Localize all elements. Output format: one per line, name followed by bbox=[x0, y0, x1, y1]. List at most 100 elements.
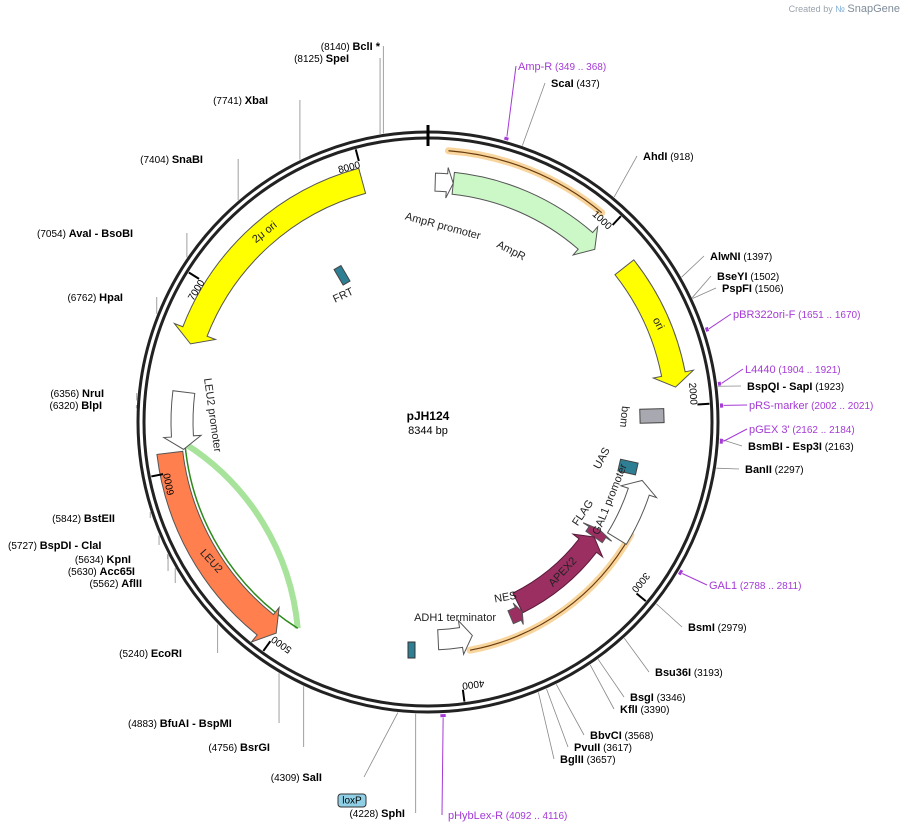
primer-position: (2162 .. 2184) bbox=[790, 425, 855, 436]
primer-amp-r[interactable]: Amp-R (349 .. 368) bbox=[518, 61, 606, 73]
enzyme-banii[interactable]: BanII (2297) bbox=[745, 464, 804, 476]
enzyme-position: (4309) bbox=[271, 773, 303, 784]
enzyme-bspdi[interactable]: (5727) BspDI - ClaI bbox=[8, 540, 101, 552]
feature-apex2[interactable] bbox=[512, 533, 604, 614]
feature-flag[interactable] bbox=[582, 522, 613, 544]
primer-prs-marker[interactable]: pRS-marker (2002 .. 2021) bbox=[749, 400, 873, 412]
enzyme-hpai[interactable]: (6762) HpaI bbox=[67, 292, 123, 304]
feature-label-ori: ori bbox=[650, 316, 666, 332]
enzyme-ahdi[interactable]: AhdI (918) bbox=[643, 151, 694, 163]
ruler-tick-label: 6000 bbox=[162, 472, 177, 496]
watermark-brand: SnapGene bbox=[847, 3, 900, 15]
feature-bom[interactable] bbox=[639, 408, 665, 424]
enzyme-name: BanII bbox=[745, 464, 772, 476]
primer-l4440[interactable]: L4440 (1904 .. 1921) bbox=[745, 364, 841, 376]
plasmid-backbone bbox=[136, 125, 720, 714]
enzyme-name: SnaBI bbox=[172, 154, 203, 166]
feature-ampr-promoter[interactable] bbox=[434, 167, 454, 199]
enzyme-leader-line bbox=[546, 688, 569, 748]
enzyme-blpi[interactable]: (6320) BlpI bbox=[50, 400, 102, 412]
enzyme-name: AflII bbox=[121, 578, 142, 590]
feature-nes[interactable] bbox=[507, 602, 524, 625]
feature-leu2[interactable] bbox=[156, 450, 280, 644]
enzyme-alwni[interactable]: AlwNI (1397) bbox=[710, 251, 772, 263]
enzyme-bspqi[interactable]: BspQI - SapI (1923) bbox=[747, 381, 844, 393]
enzyme-bbvci[interactable]: BbvCI (3568) bbox=[590, 730, 653, 742]
primer-name: pRS-marker bbox=[749, 400, 809, 412]
feature-loxp-marker bbox=[407, 641, 416, 659]
enzyme-bsmi[interactable]: BsmI (2979) bbox=[688, 622, 747, 634]
feature-frt[interactable] bbox=[333, 264, 351, 286]
enzyme-position: (3346) bbox=[654, 693, 686, 704]
feature-ampr[interactable] bbox=[451, 171, 599, 256]
enzyme-avai[interactable]: (7054) AvaI - BsoBI bbox=[37, 228, 133, 240]
primer-pbr322ori-f[interactable]: pBR322ori-F (1651 .. 1670) bbox=[733, 309, 860, 321]
enzyme-nrui[interactable]: (6356) NruI bbox=[50, 388, 104, 400]
feature-ori[interactable] bbox=[614, 259, 695, 388]
enzyme-bsmbi[interactable]: BsmBI - Esp3I (2163) bbox=[748, 441, 854, 453]
enzyme-leader-line bbox=[538, 692, 555, 760]
primer-position: (1651 .. 1670) bbox=[795, 310, 860, 321]
enzyme-name: PvuII bbox=[574, 742, 600, 754]
ruler-tick bbox=[611, 215, 622, 226]
enzyme-position: (1502) bbox=[748, 272, 780, 283]
enzyme-label: (5240) EcoRI bbox=[119, 648, 182, 660]
enzyme-name-2: - ClaI bbox=[71, 540, 101, 552]
feature-adh1-terminator[interactable] bbox=[437, 619, 473, 657]
enzyme-position: (4228) bbox=[349, 809, 381, 820]
primer-phyblex-r[interactable]: pHybLex-R (4092 .. 4116) bbox=[448, 810, 567, 822]
primer-gal1[interactable]: GAL1 (2788 .. 2811) bbox=[709, 580, 801, 592]
label-leader-lines bbox=[135, 46, 748, 816]
feature-leu2-promoter[interactable] bbox=[162, 390, 203, 450]
primer-leader-line bbox=[682, 573, 708, 586]
enzyme-kfli[interactable]: KflI (3390) bbox=[620, 704, 669, 716]
enzyme-pvuii[interactable]: PvuII (3617) bbox=[574, 742, 632, 754]
enzyme-kpni[interactable]: (5634) KpnI bbox=[75, 554, 131, 566]
enzyme-bseyi[interactable]: BseYI (1502) bbox=[717, 271, 779, 283]
ruler-tick bbox=[354, 149, 360, 162]
ruler-tick bbox=[461, 689, 466, 702]
enzyme-pspfi[interactable]: PspFI (1506) bbox=[722, 283, 784, 295]
enzyme-label: (7054) AvaI - BsoBI bbox=[37, 228, 133, 240]
enzyme-sali[interactable]: (4309) SalI bbox=[271, 772, 322, 784]
enzyme-xbai[interactable]: (7741) XbaI bbox=[213, 95, 268, 107]
feature-loxp[interactable] bbox=[337, 793, 367, 808]
enzyme-name: KflI bbox=[620, 704, 638, 716]
enzyme-label: BseYI (1502) bbox=[717, 271, 779, 283]
enzyme-leader-line bbox=[589, 664, 615, 710]
enzyme-snabi[interactable]: (7404) SnaBI bbox=[140, 154, 203, 166]
feature-uas[interactable] bbox=[617, 458, 639, 476]
ruler-tick-label: 2000 bbox=[686, 382, 698, 405]
enzyme-position: (437) bbox=[574, 79, 600, 90]
enzyme-bfuai[interactable]: (4883) BfuAI - BspMI bbox=[128, 718, 232, 730]
enzyme-label: BglII (3657) bbox=[560, 754, 616, 766]
enzyme-bcli[interactable]: (8140) BclI * bbox=[321, 41, 381, 53]
enzyme-name: BsmI bbox=[688, 622, 715, 634]
enzyme-bsgi[interactable]: BsgI (3346) bbox=[630, 692, 686, 704]
enzyme-name: BglII bbox=[560, 754, 584, 766]
feature-2-ori[interactable] bbox=[172, 167, 367, 345]
enzyme-label: (4309) SalI bbox=[271, 772, 322, 784]
enzyme-sphi[interactable]: (4228) SphI bbox=[349, 808, 405, 820]
enzyme-position: (3568) bbox=[622, 731, 654, 742]
ruler-tick bbox=[151, 473, 164, 478]
enzyme-position: (5842) bbox=[52, 514, 84, 525]
feature-gal1-promoter[interactable] bbox=[606, 479, 659, 546]
primer-pgex-3[interactable]: pGEX 3' (2162 .. 2184) bbox=[749, 424, 855, 436]
enzyme-aflii[interactable]: (5562) AflII bbox=[90, 578, 142, 590]
enzyme-bsu36i[interactable]: Bsu36I (3193) bbox=[655, 667, 723, 679]
enzyme-acc65i[interactable]: (5630) Acc65I bbox=[68, 566, 135, 578]
enzyme-ecori[interactable]: (5240) EcoRI bbox=[119, 648, 182, 660]
enzyme-name-2: - Esp3I bbox=[783, 441, 822, 453]
enzyme-spei[interactable]: (8125) SpeI bbox=[294, 53, 349, 65]
enzyme-label: BsgI (3346) bbox=[630, 692, 686, 704]
enzyme-bsrgi[interactable]: (4756) BsrGI bbox=[208, 742, 270, 754]
orf-line bbox=[448, 150, 603, 214]
enzyme-label: (7404) SnaBI bbox=[140, 154, 203, 166]
enzyme-scai[interactable]: ScaI (437) bbox=[551, 78, 600, 90]
enzyme-bsteii[interactable]: (5842) BstEII bbox=[52, 513, 115, 525]
enzyme-bglii[interactable]: BglII (3657) bbox=[560, 754, 616, 766]
primer-label: pRS-marker (2002 .. 2021) bbox=[749, 400, 873, 412]
primer-name: Amp-R bbox=[518, 61, 552, 73]
